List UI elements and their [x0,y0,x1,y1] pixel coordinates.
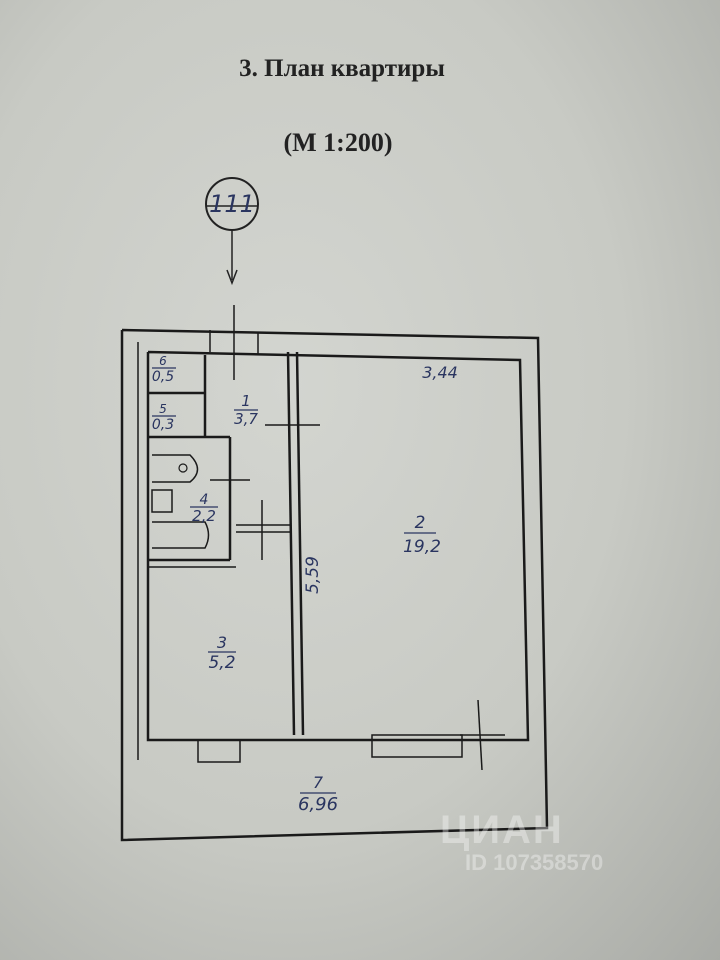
plan-title: 3. План квартиры [239,55,445,82]
room-4-area: 2,2 [192,507,216,525]
room-1-number: 1 [241,392,251,410]
room-1-area: 3,7 [234,410,258,428]
watermark-id: ID 107358570 [465,850,604,875]
room-5-area: 0,3 [152,417,174,433]
room-2-number: 2 [415,513,426,533]
room-2-area: 19,2 [403,537,441,557]
plan-scale: (М 1:200) [283,128,393,157]
room-5-number: 5 [159,402,167,416]
room-7-area: 6,96 [298,794,338,815]
room-4-number: 4 [200,492,209,508]
room-3-number: 3 [217,633,227,652]
dimension-width: 3,44 [422,363,458,382]
apartment-wall [146,350,530,742]
dimension-length: 5,59 [303,556,323,594]
watermark-brand: ЦИАН [440,808,564,852]
partition-wall [286,351,296,736]
room-6-area: 0,5 [152,369,174,385]
room-3-area: 5,2 [208,653,235,673]
entrance-label: 111 [209,190,255,218]
room-7-number: 7 [313,773,324,792]
outer-frame [120,328,549,842]
room-6-number: 6 [159,354,167,368]
